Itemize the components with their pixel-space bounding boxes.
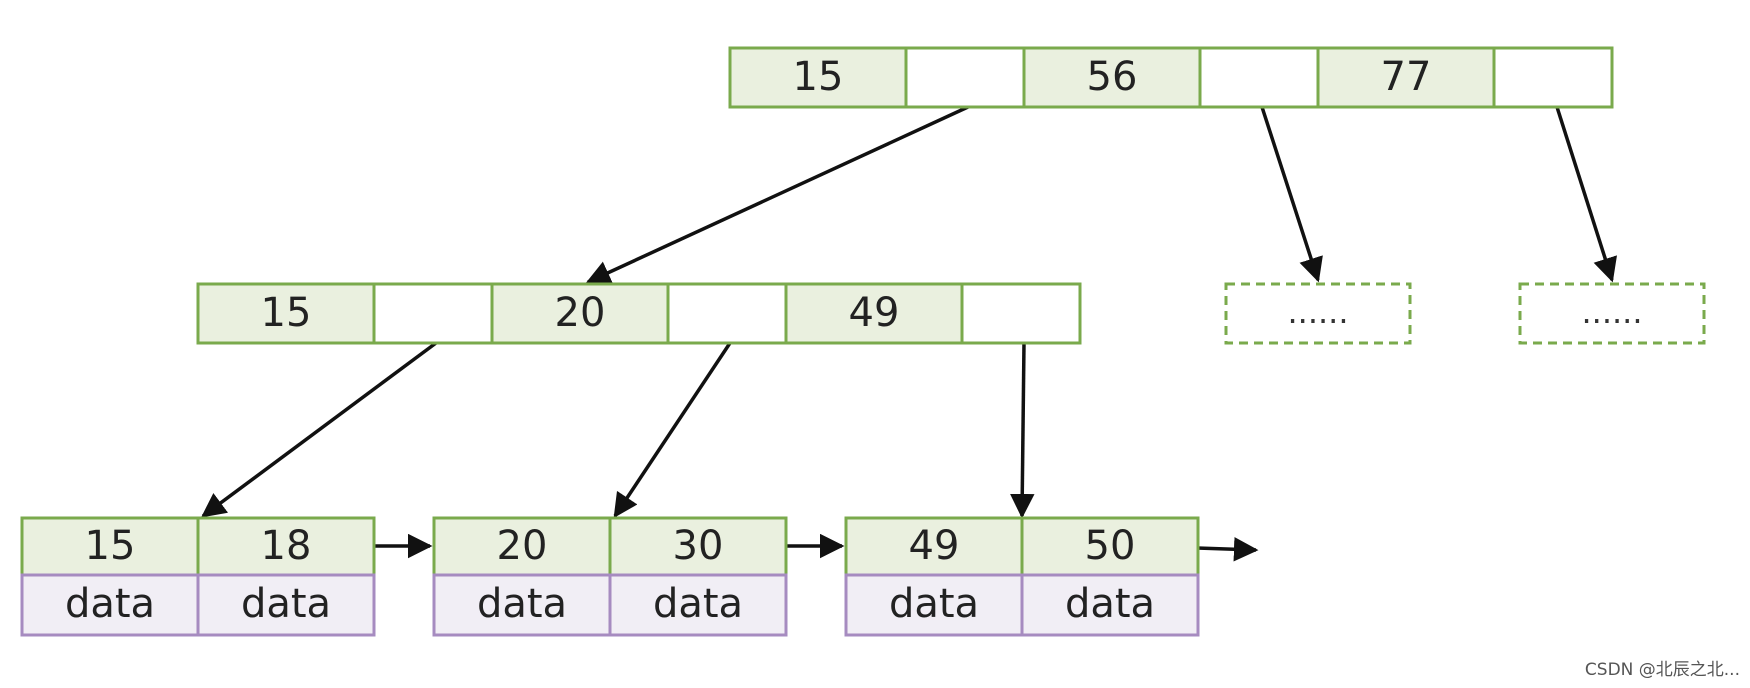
root-key-cell-3	[1316, 46, 1496, 109]
arrow-root-to-internal	[585, 105, 969, 284]
leaf-3-key-cell-1	[844, 516, 1024, 577]
leaf-1-key-cell-1	[20, 516, 200, 577]
root-pointer-cell-1	[904, 46, 1026, 109]
internal-key-cell-3	[784, 282, 964, 345]
csdn-watermark: CSDN @北辰之北...	[1584, 660, 1740, 680]
leaf-2-data-2: data	[653, 581, 743, 627]
leaf-2-key-1: 20	[497, 523, 548, 569]
internal-pointer-cell-1	[372, 282, 494, 345]
leaf-1-key-1: 15	[85, 523, 136, 569]
leaf-3-key-2: 50	[1085, 523, 1136, 569]
internal-key-2: 20	[555, 290, 606, 336]
leaf-node-2: 20 30 data data	[432, 516, 788, 637]
leaf-2-data-cell-2	[608, 573, 788, 637]
tree-edges	[201, 105, 1617, 562]
leaf-2-key-2: 30	[673, 523, 724, 569]
leaf-1-data-1: data	[65, 581, 155, 627]
leaf-3-key-cell-2	[1020, 516, 1200, 577]
internal-key-cell-2	[490, 282, 670, 345]
leaf-1-data-cell-1	[20, 573, 200, 637]
leaf-node-1: 15 18 data data	[20, 516, 376, 637]
placeholder-node-2-label: ......	[1581, 293, 1642, 331]
root-node: 15 56 77	[728, 46, 1614, 109]
leaf-1-data-cell-2	[196, 573, 376, 637]
arrow-leaf-3-to-next	[1196, 537, 1259, 562]
arrow-root-to-placeholder-1	[1260, 106, 1323, 283]
internal-key-1: 15	[261, 290, 312, 336]
leaf-1-key-2: 18	[261, 523, 312, 569]
placeholder-node-1-label: ......	[1287, 293, 1348, 331]
root-pointer-cell-2	[1198, 46, 1320, 109]
leaf-2-data-cell-1	[432, 573, 612, 637]
internal-pointer-cell-2	[666, 282, 788, 345]
internal-node: 15 20 49	[196, 282, 1082, 345]
placeholder-node-2	[1518, 282, 1706, 345]
root-key-3: 77	[1381, 54, 1432, 100]
arrow-root-to-placeholder-2	[1555, 106, 1617, 283]
arrow-internal-to-leaf-1	[201, 341, 438, 518]
internal-key-cell-1	[196, 282, 376, 345]
leaf-3-data-1: data	[889, 581, 979, 627]
root-key-cell-2	[1022, 46, 1202, 109]
leaf-3-data-cell-2	[1020, 573, 1200, 637]
leaf-node-3: 49 50 data data	[844, 516, 1200, 637]
arrow-internal-to-leaf-3	[1010, 342, 1035, 519]
leaf-1-data-2: data	[241, 581, 331, 627]
placeholder-node-1	[1224, 282, 1412, 345]
arrow-internal-to-leaf-2	[613, 342, 732, 519]
internal-pointer-cell-3	[960, 282, 1082, 345]
leaf-2-data-1: data	[477, 581, 567, 627]
leaf-3-key-1: 49	[909, 523, 960, 569]
internal-key-3: 49	[849, 290, 900, 336]
leaf-3-data-2: data	[1065, 581, 1155, 627]
root-key-2: 56	[1087, 54, 1138, 100]
placeholder-nodes: ...... ......	[1224, 282, 1706, 345]
leaf-2-key-cell-2	[608, 516, 788, 577]
root-pointer-cell-3	[1492, 46, 1614, 109]
leaf-2-key-cell-1	[432, 516, 612, 577]
root-key-1: 15	[793, 54, 844, 100]
